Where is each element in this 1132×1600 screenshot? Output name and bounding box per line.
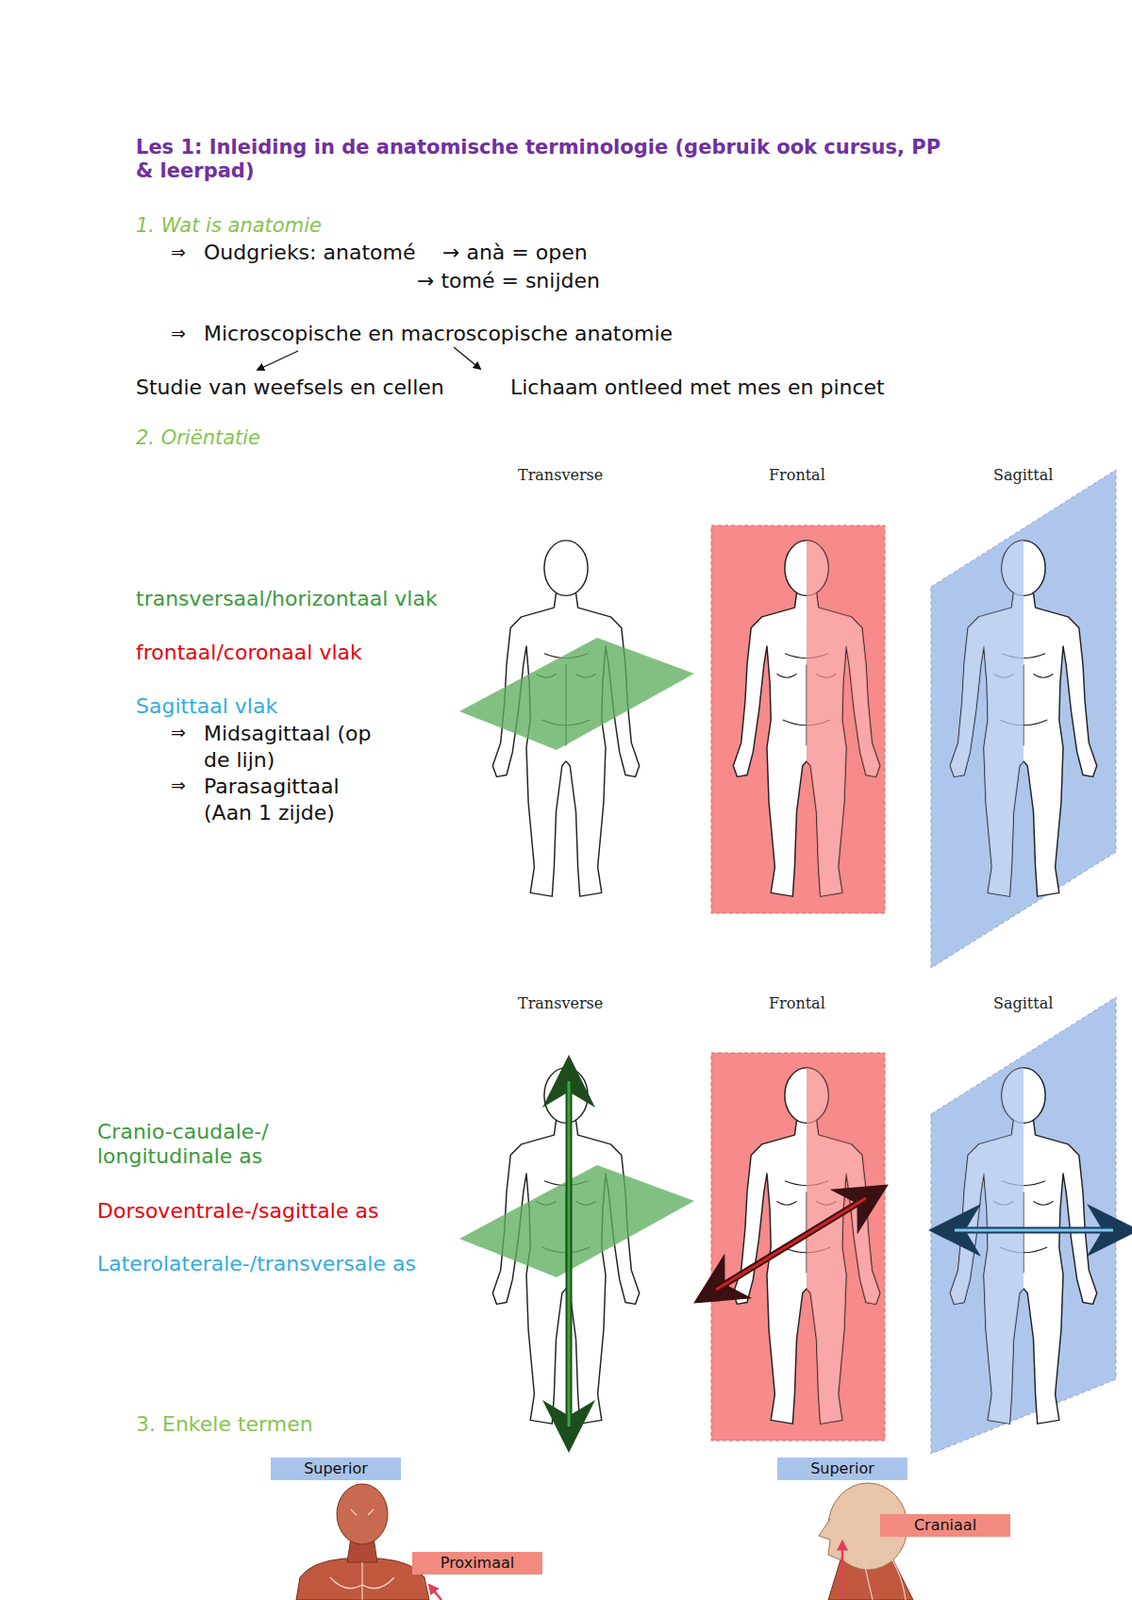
leader-arrow (257, 350, 299, 370)
frontal-figure (711, 525, 885, 914)
sagittal-figure (931, 997, 1116, 1455)
plane-label: transversaal/horizontaal vlak (135, 586, 438, 612)
term-text: Superior (810, 1459, 875, 1478)
figure-label: Sagittal (993, 466, 1053, 484)
plane-label: Sagittaal vlak (135, 694, 278, 719)
plane-label: frontaal/coronaal vlak (135, 640, 363, 666)
bullet-symbol: ⇒ (170, 322, 186, 345)
term-text: Superior (303, 1459, 368, 1478)
leader-arrow (453, 347, 481, 369)
figure-label: Transverse (517, 466, 603, 484)
note-text: → anà = open (442, 240, 588, 266)
axis-label: Laterolaterale-/transversale as (97, 1251, 433, 1277)
term-box: Superior (777, 1457, 908, 1481)
frontal-figure (711, 1052, 885, 1441)
note-text: Parasagittaal (Aan 1 zijde) (203, 773, 374, 826)
bullet-symbol: ⇒ (170, 241, 186, 264)
figure-label: Frontal (768, 994, 826, 1013)
term-text: Craniaal (914, 1515, 977, 1534)
figure-label: Sagittal (993, 994, 1053, 1013)
note-text: Microscopische en macroscopische anatomi… (203, 321, 673, 347)
axis-label: Cranio-caudale-/ longitudinale as (97, 1119, 324, 1170)
note-text: Midsagittaal (op de lijn) (203, 720, 374, 773)
note-text: Oudgrieks: anatomé (203, 240, 416, 266)
bullet-symbol: ⇒ (170, 774, 186, 797)
axis-arrow (715, 1198, 866, 1290)
axis-arrow (568, 1081, 570, 1427)
muscle-torso (296, 1483, 442, 1600)
note-text: Studie van weefsels en cellen (135, 375, 445, 400)
sagittal-figure (931, 469, 1116, 968)
section-heading: 2. Oriëntatie (135, 426, 261, 450)
note-text: → tomé = snijden (416, 268, 600, 294)
section-heading: 1. Wat is anatomie (135, 214, 322, 238)
figure-label: Transverse (517, 994, 603, 1013)
transverse-figure (459, 1067, 695, 1424)
term-box: Proximaal (412, 1551, 543, 1575)
transverse-figure (459, 540, 695, 897)
term-box: Superior (270, 1457, 401, 1481)
note-text: Lichaam ontleed met mes en pincet (510, 375, 885, 400)
axis-label: Dorsoventrale-/sagittale as (97, 1198, 379, 1224)
section-heading: 3. Enkele termen (135, 1412, 314, 1437)
muscle-head (818, 1482, 914, 1600)
term-box: Craniaal (880, 1514, 1011, 1537)
page-title: Les 1: Inleiding in de anatomische termi… (135, 135, 948, 184)
figure-label: Frontal (768, 466, 826, 484)
term-text: Proximaal (440, 1553, 515, 1572)
axis-arrow (954, 1230, 1114, 1232)
bullet-symbol: ⇒ (170, 721, 186, 744)
